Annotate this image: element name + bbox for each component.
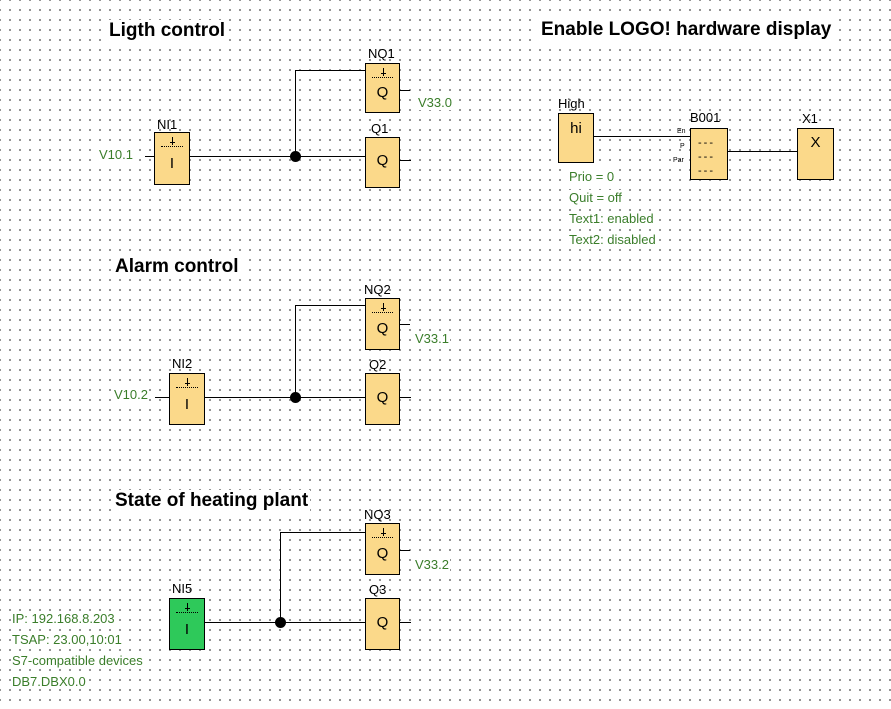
x1-block[interactable]: X [797,128,834,180]
ni1-block[interactable]: I [154,132,190,185]
wire-q2-out [399,397,411,398]
wire-b001-to-x1 [728,151,797,152]
ni2-param: V10.2 [113,387,149,402]
wire-to-nq2 [295,305,365,306]
wire-nq3-out [399,550,410,551]
wire-high-to-b001 [594,136,690,137]
nq3-param: V33.2 [414,557,450,572]
wire-to-nq3 [280,532,365,533]
nq1-param: V33.0 [417,95,453,110]
junction-dot [290,151,301,162]
wire-nq2-out [399,324,410,325]
ni1-param: V10.1 [98,147,134,162]
nq2-label: NQ2 [364,282,391,297]
network-icon [176,378,198,388]
b001-pin-par: Par [673,157,684,164]
ni5-param-devices: S7-compatible devices [11,653,144,668]
nq2-letter: Q [376,320,389,337]
ni2-letter: I [184,396,190,413]
b001-block[interactable]: --- --- --- [690,128,728,180]
ni5-param-tsap: TSAP: 23.00,10:01 [11,632,123,647]
nq1-label: NQ1 [368,46,395,61]
b001-dash-2: --- [698,151,715,163]
ni5-letter: I [184,621,190,638]
wire-ni2-out [205,397,365,398]
title-alarm-control: Alarm control [113,256,241,278]
ni1-label: NI1 [157,117,178,132]
junction-dot [290,392,301,403]
q2-block[interactable]: Q [365,373,400,425]
network-icon [372,68,393,78]
wire-branch-v [295,305,296,398]
wire-nq1-out [399,90,410,91]
title-display: Enable LOGO! hardware display [539,19,834,41]
b001-dash-3: --- [698,165,715,177]
ni1-letter: I [169,155,175,172]
ni5-label: NI5 [172,581,193,596]
network-icon [161,137,183,147]
x1-label: X1 [802,111,818,126]
q1-block[interactable]: Q [365,137,400,188]
q2-letter: Q [376,389,389,406]
wire-branch-v [280,532,281,623]
q2-label: Q2 [369,357,387,372]
q3-label: Q3 [369,582,387,597]
ni5-param-ip: IP: 192.168.8.203 [11,611,116,626]
network-icon [176,603,198,613]
high-param-quit: Quit = off [568,190,623,205]
b001-pin-en: En [677,128,686,135]
ni2-block[interactable]: I [169,373,205,425]
high-param-text1: Text1: enabled [568,211,655,226]
high-block[interactable]: hi [558,113,594,163]
nq3-block[interactable]: Q [365,523,400,575]
wire-ni1-out [190,156,365,157]
b001-pin-p: P [680,143,685,150]
junction-dot [275,617,286,628]
b001-dash-1: --- [698,137,715,149]
nq3-label: NQ3 [364,507,391,522]
network-icon [372,303,393,313]
ni5-param-db: DB7.DBX0.0 [11,674,87,689]
ni5-block[interactable]: I [169,598,205,650]
ni2-label: NI2 [172,356,193,371]
x1-letter: X [810,134,821,151]
nq3-letter: Q [376,545,389,562]
nq1-letter: Q [376,84,389,101]
wire-ni2-in [155,397,169,398]
q3-letter: Q [376,614,389,631]
nq1-block[interactable]: Q [365,63,400,113]
q1-label: Q1 [371,121,389,136]
network-icon [372,528,393,538]
q1-letter: Q [376,152,389,169]
nq2-block[interactable]: Q [365,298,400,350]
title-light-control: Ligth control [107,20,228,42]
title-heating-plant: State of heating plant [113,490,311,512]
q3-block[interactable]: Q [365,598,400,650]
wire-q1-out [399,160,411,161]
b001-label: B001 [690,110,721,125]
high-letter: hi [570,120,582,137]
wire-ni1-in [145,156,155,157]
high-param-text2: Text2: disabled [568,232,657,247]
wire-branch-v [295,70,296,157]
wire-q3-out [399,622,411,623]
high-label: High [558,96,585,111]
nq2-param: V33.1 [414,331,450,346]
high-param-prio: Prio = 0 [568,169,616,184]
wire-to-nq1 [295,70,365,71]
